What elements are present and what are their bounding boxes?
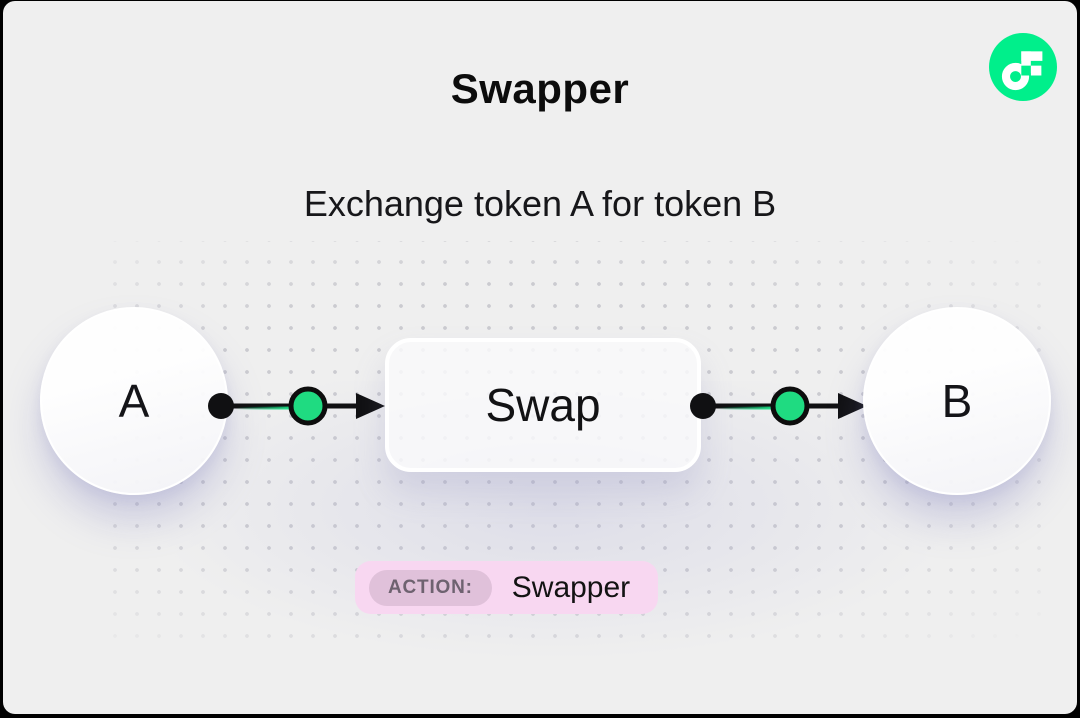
token-transfer-icon bbox=[288, 386, 328, 426]
action-badge-label: ACTION: bbox=[369, 569, 492, 606]
action-badge-value: Swapper bbox=[511, 570, 631, 604]
arrowhead-icon bbox=[838, 393, 867, 419]
token-b-label: B bbox=[941, 375, 973, 427]
action-badge: ACTION: Swapper bbox=[355, 561, 659, 614]
start-dot-icon bbox=[208, 393, 234, 419]
node-swap-action: Swap bbox=[385, 338, 701, 472]
token-a-label: A bbox=[118, 375, 150, 427]
arrowhead-icon bbox=[356, 393, 385, 419]
swap-label: Swap bbox=[485, 379, 601, 431]
logo-stem bbox=[1021, 51, 1031, 74]
connector-green-sheen bbox=[717, 406, 777, 410]
connector-swap-to-b bbox=[690, 386, 867, 426]
connector-a-to-swap bbox=[208, 386, 385, 426]
start-dot-icon bbox=[690, 393, 716, 419]
flow-logo-svg bbox=[989, 33, 1057, 101]
connector-green-sheen bbox=[235, 406, 295, 410]
logo-top-bar bbox=[1021, 51, 1043, 61]
logo-ring bbox=[1001, 62, 1030, 91]
logo-crossbar bbox=[1030, 65, 1042, 76]
logo-green-square bbox=[1021, 65, 1031, 76]
node-token-a: A bbox=[40, 307, 228, 495]
flow-logo-icon bbox=[989, 33, 1057, 101]
node-token-b: B bbox=[863, 307, 1051, 495]
token-transfer-icon bbox=[770, 386, 810, 426]
page-title: Swapper bbox=[450, 65, 630, 112]
page-subtitle: Exchange token A for token B bbox=[303, 183, 777, 224]
canvas-frame: Swapper Exchange token A for token B A bbox=[3, 1, 1077, 714]
